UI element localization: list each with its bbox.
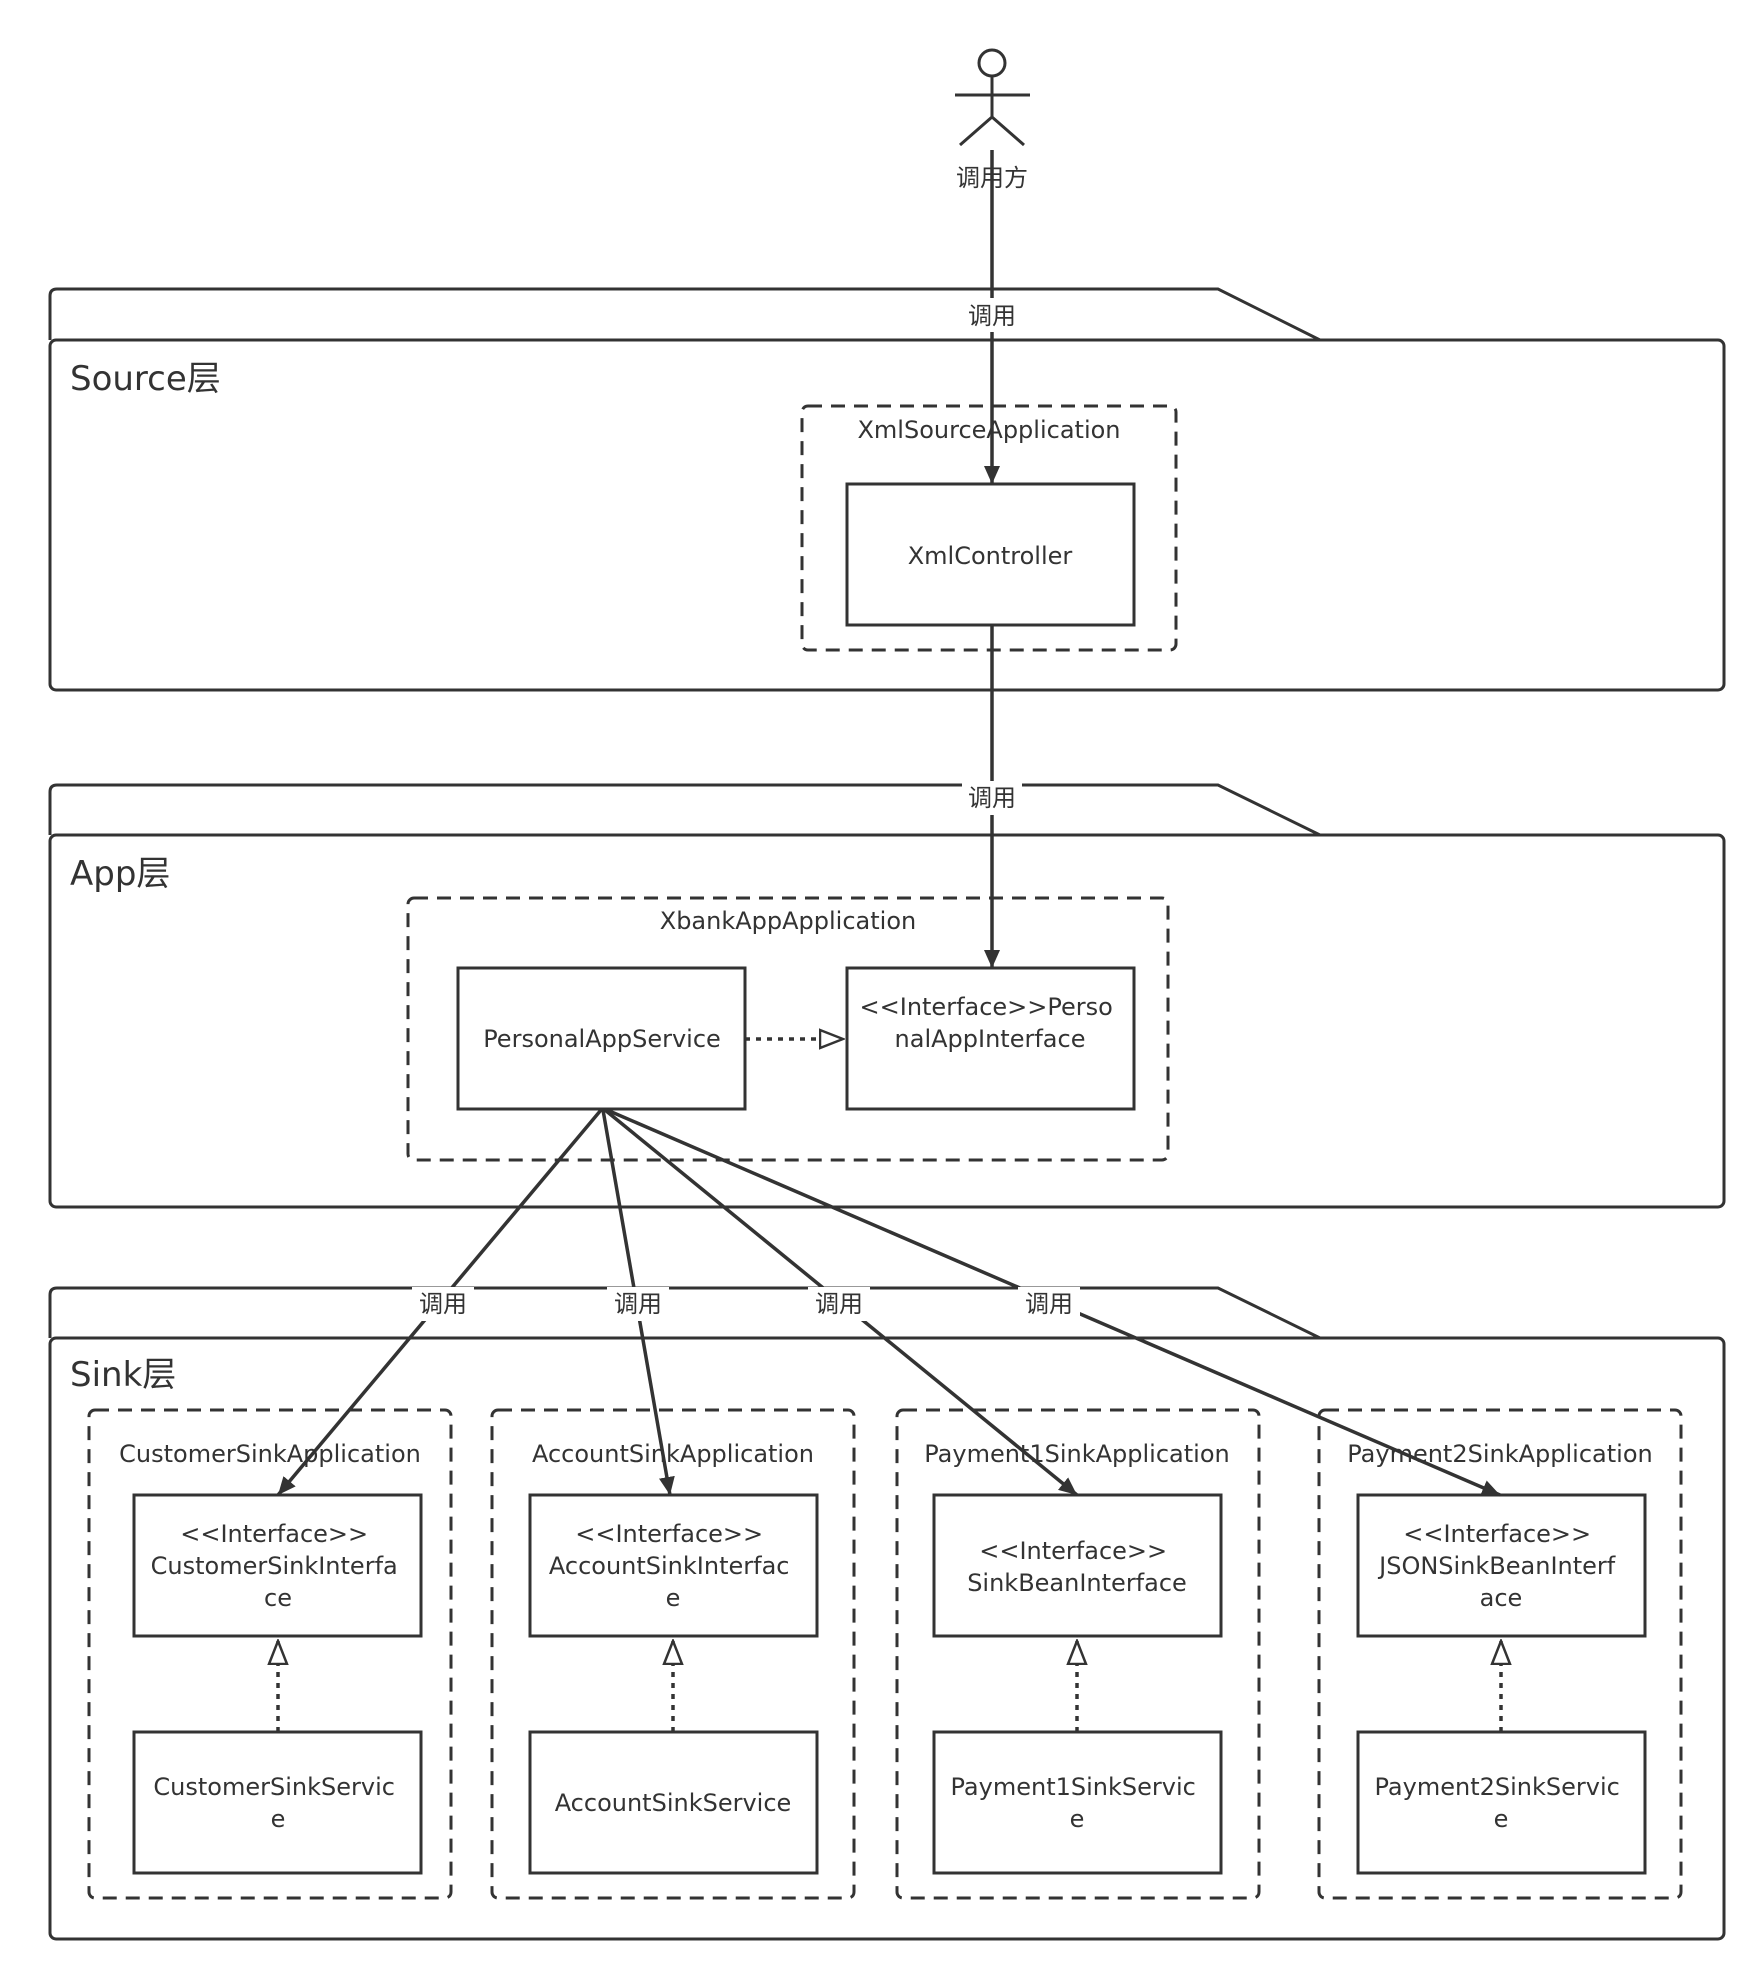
sink-layer [48,1286,1726,1941]
xbank-app-application-container [406,896,1170,1162]
customer-sink-interface-label: <<Interface>> CustomerSinkInterfa ce [151,1520,406,1612]
edge-label-call-6: 调用 [1025,1290,1073,1318]
account-sink-service-label: AccountSinkService [555,1789,792,1817]
actor-label: 调用方 [956,164,1028,192]
source-layer-title: Source层 [70,359,221,399]
xml-controller-label: XmlController [908,542,1073,570]
personal-app-interface-label: <<Interface>>Perso nalAppInterface [860,993,1121,1053]
payment2-sink-service-box [1356,1730,1647,1875]
payment1-sink-interface-label: <<Interface>> SinkBeanInterface [967,1537,1187,1597]
payment1-sink-interface-box [932,1493,1223,1638]
payment2-sink-interface-label: <<Interface>> JSONSinkBeanInterf ace [1377,1520,1623,1612]
customer-sink-service-box [132,1730,423,1875]
payment2-sink-application-container [1317,1408,1683,1900]
payment1-sink-application-container [895,1408,1261,1900]
payment1-sink-service-label: Payment1SinkServic e [951,1773,1204,1833]
app-layer-title: App层 [70,854,170,894]
payment2-sink-interface-box [1356,1493,1647,1638]
edge-label-call-5: 调用 [815,1290,863,1318]
caller-actor-icon [955,48,1030,147]
account-sink-interface-box [528,1493,819,1638]
xml-source-application-label: XmlSourceApplication [857,416,1120,444]
payment2-sink-application-label: Payment2SinkApplication [1347,1440,1652,1468]
edge-label-call-2: 调用 [968,784,1016,812]
payment1-sink-application-label: Payment1SinkApplication [924,1440,1229,1468]
edge-label-call-3: 调用 [419,1290,467,1318]
edge-label-call-1: 调用 [968,302,1016,330]
account-sink-interface-label: <<Interface>> AccountSinkInterfac e [549,1520,797,1612]
xml-source-application-container [800,404,1178,652]
payment1-sink-service-box [932,1730,1223,1875]
customer-sink-service-label: CustomerSinkServic e [153,1773,402,1833]
customer-sink-interface-box [132,1493,423,1638]
source-layer [48,287,1726,692]
customer-sink-application-label: CustomerSinkApplication [119,1440,421,1468]
account-sink-application-label: AccountSinkApplication [532,1440,814,1468]
customer-sink-application-container [87,1408,453,1900]
xbank-app-application-label: XbankAppApplication [660,907,916,935]
payment2-sink-service-label: Payment2SinkServic e [1375,1773,1628,1833]
edge-label-call-4: 调用 [614,1290,662,1318]
sink-layer-title: Sink层 [70,1355,176,1395]
personal-app-service-label: PersonalAppService [483,1025,721,1053]
app-layer [48,783,1726,1209]
account-sink-application-container [490,1408,856,1900]
